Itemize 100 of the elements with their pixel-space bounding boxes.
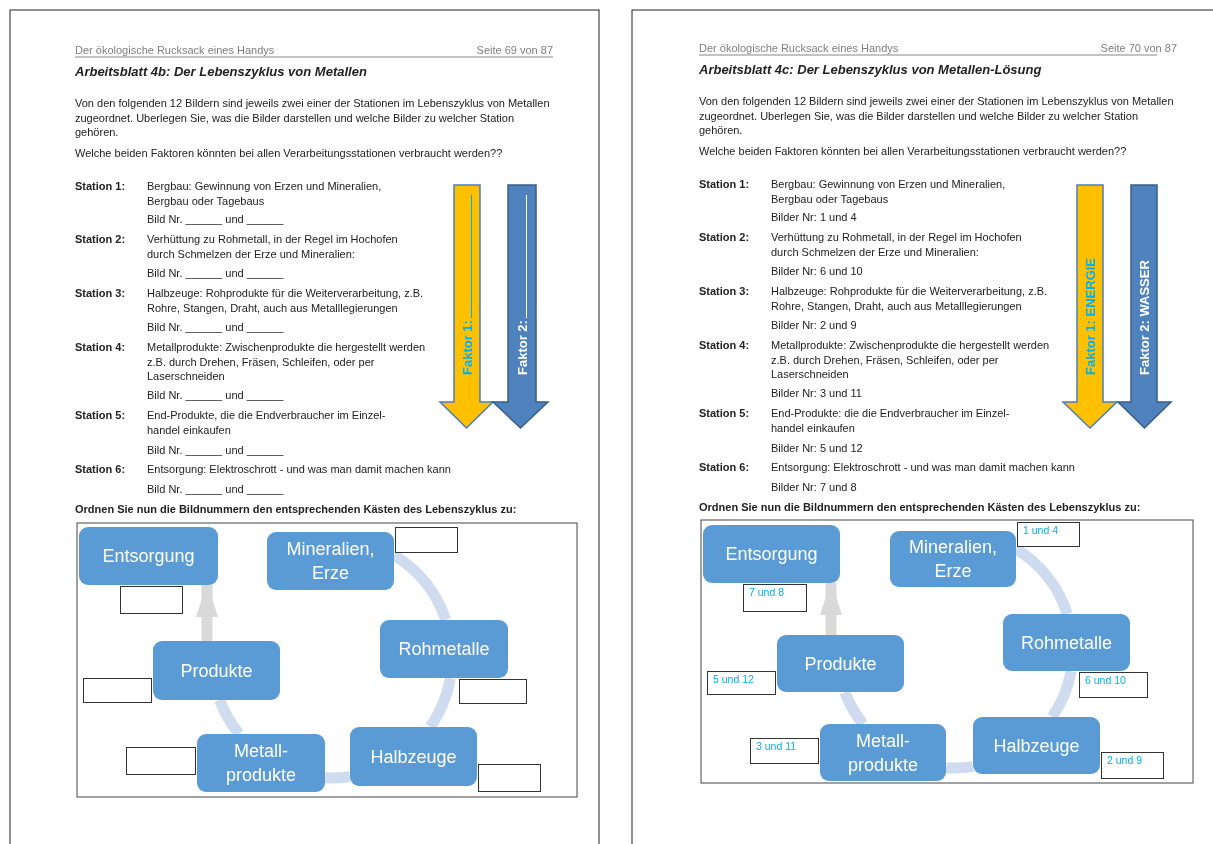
cycle-arc — [425, 676, 456, 730]
station-description: Bergbau: Gewinnung von Erzen und Mineralien, Bergbau oder Tagebaus — [771, 177, 1007, 206]
page-number: Seite 69 von 87 — [475, 43, 553, 58]
station-description: Halbzeuge: Rohprodukte für die Weiterverarbeitung, z.B. Rohre, Stangen, Draht, auch aus Metalllegierungen — [771, 284, 1049, 313]
factor-label: Faktor 1: — [459, 320, 475, 375]
answer-box — [459, 679, 527, 704]
station-label: Station 2: — [699, 230, 751, 245]
arrow — [196, 583, 218, 641]
answer-box — [83, 678, 152, 703]
station-description: Halbzeuge: Rohprodukte für die Weiterverarbeitung, z.B. Rohre, Stangen, Draht, auch aus Metalllegierungen — [147, 286, 425, 315]
station-label: Station 3: — [75, 286, 127, 301]
stage-box — [350, 727, 477, 786]
station-label: Station 4: — [75, 340, 127, 355]
answer-box — [1101, 752, 1164, 779]
station-label: Station 3: — [699, 284, 751, 299]
station-description: Entsorgung: Elektroschrott - und was man damit machen kann — [147, 462, 452, 477]
answer-prompt: Bilder Nr: 5 und 12 — [771, 441, 864, 456]
answer-text: 5 und 12 — [713, 673, 754, 686]
station-label: Station 4: — [699, 338, 751, 353]
answer-text: 2 und 9 — [1107, 754, 1143, 767]
answer-box — [120, 586, 183, 614]
cycle-arc — [945, 761, 974, 774]
station-label: Station 1: — [699, 177, 751, 192]
factor-label: Faktor 2: WASSER — [1136, 260, 1152, 375]
factor-label: Faktor 2: — [514, 320, 530, 375]
answer-prompt: Bilder Nr: 3 und 11 — [771, 386, 863, 401]
task-text: Ordnen Sie nun die Bildnummern den entsprechenden Kästen des Lebenszyklus zu: — [75, 502, 518, 517]
cycle-arc — [1047, 669, 1077, 720]
answer-prompt: Bild Nr. ______ und ______ — [147, 443, 285, 458]
station-label: Station 1: — [75, 179, 127, 194]
station-label: Station 6: — [699, 460, 751, 475]
question-text: Welche beiden Faktoren könnten bei allen Verarbeitungsstationen verbraucht werden?? — [75, 146, 504, 161]
worksheet-title: Arbeitsblatt 4b: Der Lebenszyklus von Metallen — [75, 65, 368, 80]
stage-box — [703, 525, 840, 583]
station-label: Station 2: — [75, 232, 127, 247]
answer-box — [707, 671, 776, 695]
answer-prompt: Bilder Nr: 2 und 9 — [771, 318, 858, 333]
station-description: Bergbau: Gewinnung von Erzen und Mineralien, Bergbau oder Tagebaus — [147, 179, 383, 208]
answer-text: 6 und 10 — [1085, 674, 1126, 687]
answer-prompt: Bild Nr. ______ und ______ — [147, 482, 285, 497]
answer-text: 1 und 4 — [1023, 524, 1059, 537]
station-description: End-Produkte, die die Endverbraucher im Einzel- handel einkaufen — [147, 408, 387, 437]
answer-prompt: Bild Nr. ______ und ______ — [147, 320, 285, 335]
station-label: Station 5: — [699, 406, 751, 421]
instruction-text: Von den folgenden 12 Bildern sind jeweils zwei einer der Stationen im Lebenszyklus von Metallen zugeordnet. Uberlegen Sie, was die Bilder darstellen und welche Bilder zu welcher Station gehören. — [699, 94, 1175, 138]
arrow — [820, 581, 842, 635]
stage-label: Halbzeuge — [369, 745, 458, 769]
factor-label: Faktor 1: ENERGIE — [1082, 257, 1098, 375]
stage-label: Metall- produkte — [846, 729, 920, 777]
station-description: Entsorgung: Elektroschrott - und was man damit machen kann — [771, 460, 1076, 475]
stage-box — [1003, 614, 1130, 671]
stage-label: Mineralien, Erze — [285, 538, 376, 585]
station-description: End-Produkte: die die Endverbraucher im Einzel- handel einkaufen — [771, 406, 1011, 435]
answer-prompt: Bilder Nr: 7 und 8 — [771, 480, 858, 495]
stage-label: Rohmetalle — [1019, 631, 1113, 655]
stage-label: Produkte — [179, 659, 254, 683]
page-header: Der ökologische Rucksack eines Handys — [75, 43, 276, 58]
question-text: Welche beiden Faktoren könnten bei allen Verarbeitungsstationen verbraucht werden?? — [699, 144, 1128, 159]
answer-box — [743, 584, 807, 612]
answer-box — [750, 738, 819, 764]
stage-box — [973, 717, 1100, 774]
answer-prompt: Bilder Nr: 6 und 10 — [771, 264, 864, 279]
station-label: Station 6: — [75, 462, 127, 477]
station-description: Verhüttung zu Rohmetall, in der Regel im Hochofen durch Schmelzen der Erze und Mineralien: — [771, 230, 1023, 259]
stage-box — [890, 531, 1016, 587]
answer-box — [395, 527, 458, 553]
stage-box — [777, 635, 904, 692]
cycle-arc — [325, 771, 351, 784]
answer-box — [1017, 522, 1080, 547]
answer-prompt: Bild Nr. ______ und ______ — [147, 212, 285, 227]
stage-label: Mineralien, Erze — [907, 536, 998, 583]
station-description: Metallprodukte: Zwischenprodukte die hergestellt werden z.B. durch Drehen, Fräsen, Schleifen, oder per Laserschneiden — [147, 340, 427, 384]
station-label: Station 5: — [75, 408, 127, 423]
stage-box — [380, 620, 508, 678]
answer-prompt: Bild Nr. ______ und ______ — [147, 266, 285, 281]
answer-prompt: Bilder Nr: 1 und 4 — [771, 210, 858, 225]
stage-box — [267, 532, 394, 590]
stage-label: Halbzeuge — [992, 734, 1081, 758]
stage-label: Entsorgung — [101, 545, 196, 568]
answer-text: 7 und 8 — [749, 586, 785, 599]
page-header: Der ökologische Rucksack eines Handys — [699, 41, 900, 56]
stage-box — [153, 641, 280, 700]
stage-box — [197, 734, 325, 792]
answer-box — [1079, 672, 1148, 698]
stage-box — [820, 724, 946, 781]
stage-label: Rohmetalle — [397, 638, 491, 661]
stage-label: Entsorgung — [724, 543, 819, 566]
answer-text: 3 und 11 — [756, 740, 797, 753]
stage-label: Produkte — [803, 652, 878, 676]
page-number: Seite 70 von 87 — [1099, 41, 1177, 56]
stage-box — [79, 527, 218, 585]
station-description: Metallprodukte: Zwischenprodukte die hergestellt werden z.B. durch Drehen, Fräsen, Schleifen, oder per Laserschneiden — [771, 338, 1051, 382]
answer-prompt: Bild Nr. ______ und ______ — [147, 388, 285, 403]
station-description: Verhüttung zu Rohmetall, in der Regel im Hochofen durch Schmelzen der Erze und Mineralien: — [147, 232, 399, 261]
answer-box — [478, 764, 541, 792]
task-text: Ordnen Sie nun die Bildnummern den entsprechenden Kästen des Lebenszyklus zu: — [699, 500, 1142, 515]
worksheet-title: Arbeitsblatt 4c: Der Lebenszyklus von Metallen-Lösung — [699, 63, 1043, 78]
answer-box — [126, 747, 196, 775]
instruction-text: Von den folgenden 12 Bildern sind jeweils zwei einer der Stationen im Lebenszyklus von Metallen zugeordnet. Uberlegen Sie, was die Bilder darstellen und welche Bilder zu welcher Station gehören. — [75, 96, 551, 140]
stage-label: Metall- produkte — [224, 740, 298, 787]
